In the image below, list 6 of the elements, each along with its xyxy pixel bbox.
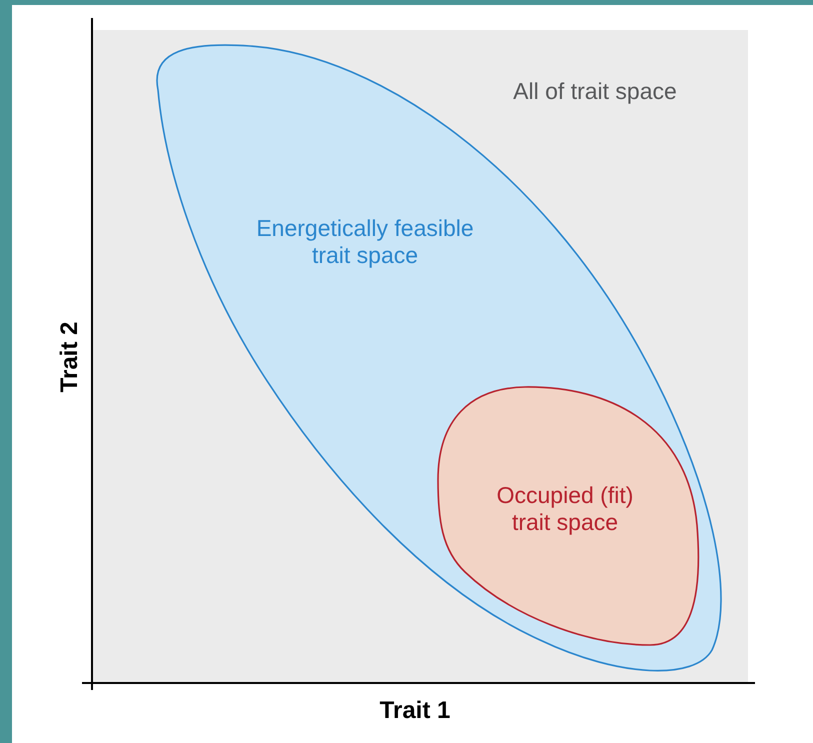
axis-title: Trait 1 [378,697,452,725]
region-label: Energetically feasible trait space [255,215,475,269]
axis-title: Trait 2 [56,320,84,394]
region-label: Occupied (fit) trait space [496,482,634,536]
region-label: All of trait space [512,78,678,105]
plot-area-background [92,30,748,682]
